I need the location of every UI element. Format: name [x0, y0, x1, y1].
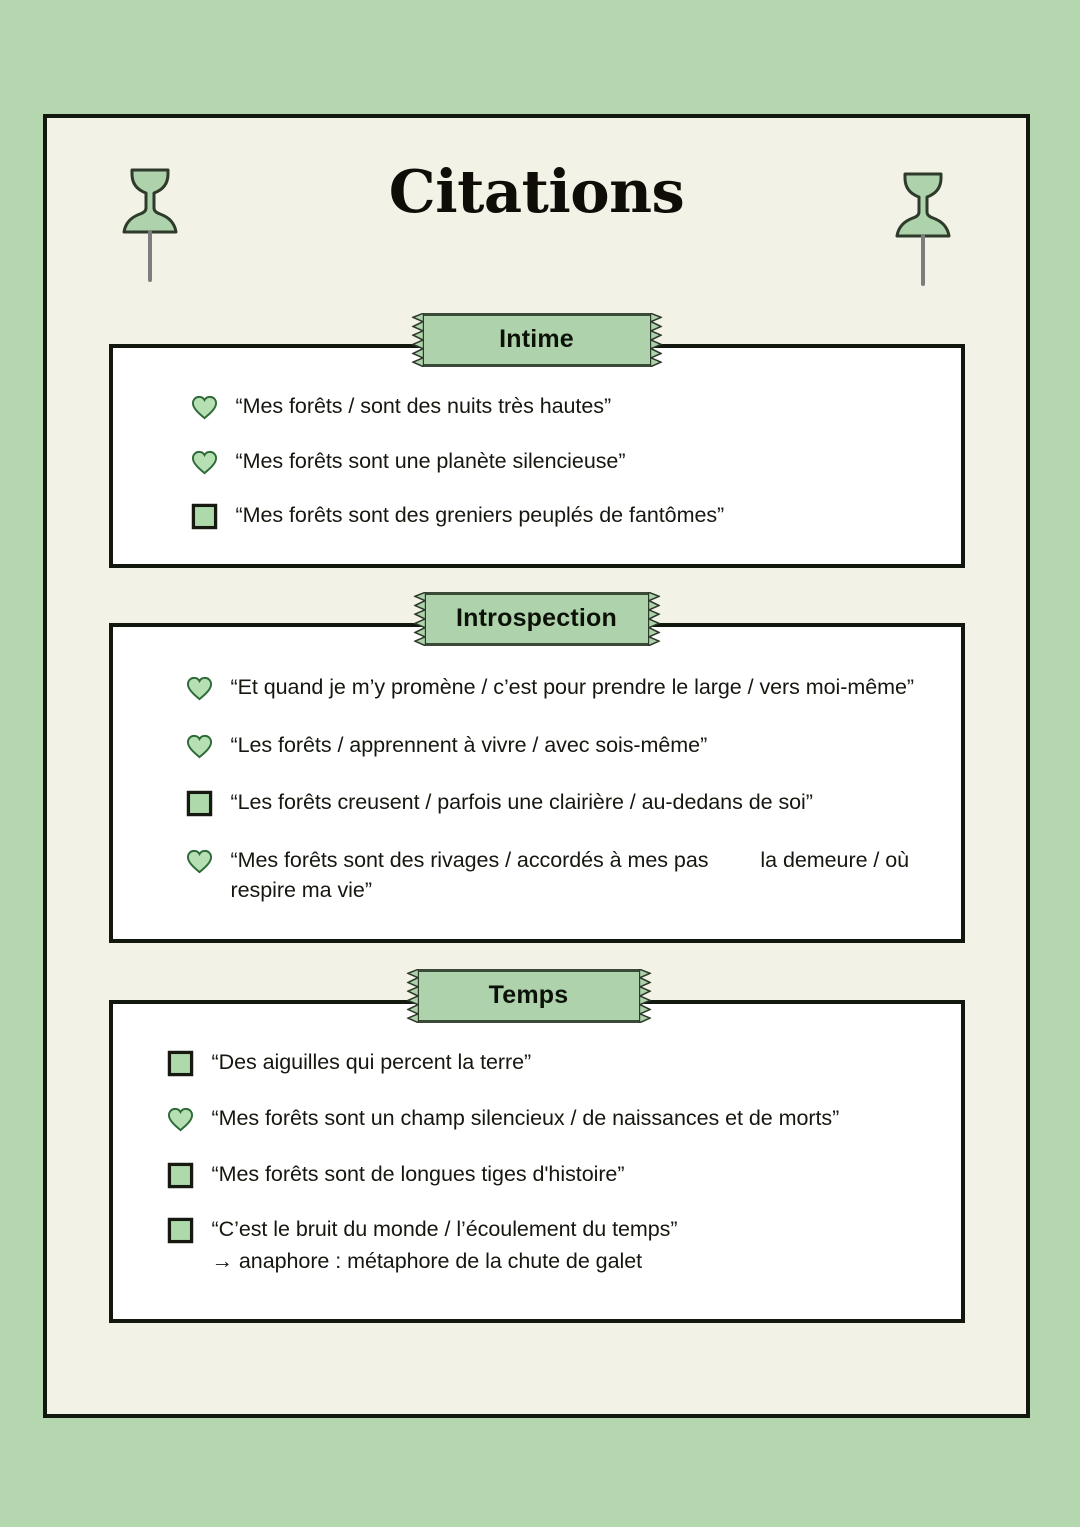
banner-zigzag-right-icon — [647, 592, 661, 646]
checkbox-icon[interactable] — [186, 790, 213, 817]
quote-text: “Des aiguilles qui percent la terre” — [211, 1050, 532, 1075]
page-title: Citations — [388, 157, 685, 226]
checkbox-icon[interactable] — [191, 503, 218, 530]
heart-icon — [167, 1106, 194, 1133]
section-banner-temps[interactable]: Temps — [406, 969, 651, 1024]
list-item[interactable]: “Les forêts creusent / parfois une clair… — [186, 788, 939, 818]
list-item[interactable]: “Mes forêts sont des rivages / accordés … — [186, 846, 939, 905]
heart-icon — [186, 733, 213, 760]
section-body-intime: “Mes forêts / sont des nuits très hautes… — [108, 344, 965, 568]
section-introspection: Introspection “Et quand je m’y promène — [108, 592, 965, 944]
list-item[interactable]: “Mes forêts / sont des nuits très hautes… — [191, 392, 961, 422]
section-banner-intime[interactable]: Intime — [411, 313, 662, 367]
quote-text: “Et quand je m’y promène / c’est pour pr… — [230, 675, 915, 699]
list-item[interactable]: “Les forêts / apprennent à vivre / avec … — [186, 731, 939, 761]
list-item[interactable]: “Et quand je m’y promène / c’est pour pr… — [186, 673, 939, 703]
banner-zigzag-left-icon — [413, 592, 426, 646]
heart-icon — [191, 394, 218, 421]
checkbox-icon[interactable] — [167, 1162, 194, 1189]
banner-zigzag-right-icon — [649, 313, 663, 367]
quote-text: “Mes forêts sont de longues tiges d'hist… — [211, 1161, 625, 1186]
section-banner-label: Temps — [488, 981, 569, 1010]
section-banner-label: Intime — [499, 325, 574, 353]
section-body-introspection: “Et quand je m’y promène / c’est pour pr… — [108, 623, 965, 944]
quote-text: “Mes forêts sont une planète silencieuse… — [235, 448, 626, 473]
checkbox-icon[interactable] — [167, 1217, 194, 1244]
list-item[interactable]: “Des aiguilles qui percent la terre” — [167, 1048, 961, 1078]
quote-text-part1: “Mes forêts sont des rivages / accordés … — [230, 847, 709, 872]
quote-text: “Mes forêts / sont des nuits très hautes… — [235, 394, 612, 418]
quote-list-temps: “Des aiguilles qui percent la terre” “Me… — [113, 1048, 961, 1276]
quote-text: “Mes forêts sont des greniers peuplés de… — [235, 503, 725, 528]
list-item[interactable]: “Mes forêts sont un champ silencieux / d… — [167, 1104, 961, 1134]
list-item[interactable]: “C’est le bruit du monde / l’écoulement … — [167, 1215, 961, 1276]
quote-list-intime: “Mes forêts / sont des nuits très hautes… — [113, 392, 961, 531]
quote-text-part2: la demeure / où respire ma vie” — [230, 847, 910, 902]
section-temps: Temps “Des aiguilles qui percent la ter — [108, 969, 965, 1323]
checkbox-icon[interactable] — [167, 1050, 194, 1077]
quote-text: “Mes forêts sont un champ silencieux / d… — [211, 1105, 840, 1130]
section-body-temps: “Des aiguilles qui percent la terre” “Me… — [108, 1000, 965, 1323]
quote-list-introspection: “Et quand je m’y promène / c’est pour pr… — [113, 673, 961, 905]
pushpin-left-icon — [120, 162, 180, 282]
note-card: Citations Intime — [43, 114, 1030, 1418]
list-item[interactable]: “Mes forêts sont de longues tiges d'hist… — [167, 1160, 961, 1190]
banner-zigzag-left-icon — [411, 313, 424, 367]
heart-icon — [191, 449, 218, 476]
quote-text-with-note: “C’est le bruit du monde / l’écoulement … — [212, 1215, 678, 1276]
quote-text: “Les forêts / apprennent à vivre / avec … — [230, 732, 708, 757]
list-item[interactable]: “Mes forêts sont une planète silencieuse… — [191, 447, 961, 477]
quote-text: “C’est le bruit du monde / l’écoulement … — [211, 1217, 678, 1242]
section-banner-introspection[interactable]: Introspection — [413, 592, 660, 646]
quote-text: “Les forêts creusent / parfois une clair… — [230, 790, 813, 815]
section-banner-label: Introspection — [456, 604, 617, 632]
heart-icon — [186, 675, 213, 702]
banner-zigzag-left-icon — [406, 969, 419, 1024]
card-header: Citations — [47, 118, 1026, 286]
heart-icon — [186, 848, 213, 875]
quote-note: → anaphore : métaphore de la chute de ga… — [211, 1248, 643, 1273]
pushpin-right-icon — [893, 166, 953, 286]
quote-text-split: “Mes forêts sont des rivages / accordés … — [231, 846, 939, 905]
list-item[interactable]: “Mes forêts sont des greniers peuplés de… — [191, 501, 961, 531]
banner-zigzag-right-icon — [638, 969, 652, 1024]
section-intime: Intime “Mes forêts / sont des nuits trè — [108, 313, 965, 568]
